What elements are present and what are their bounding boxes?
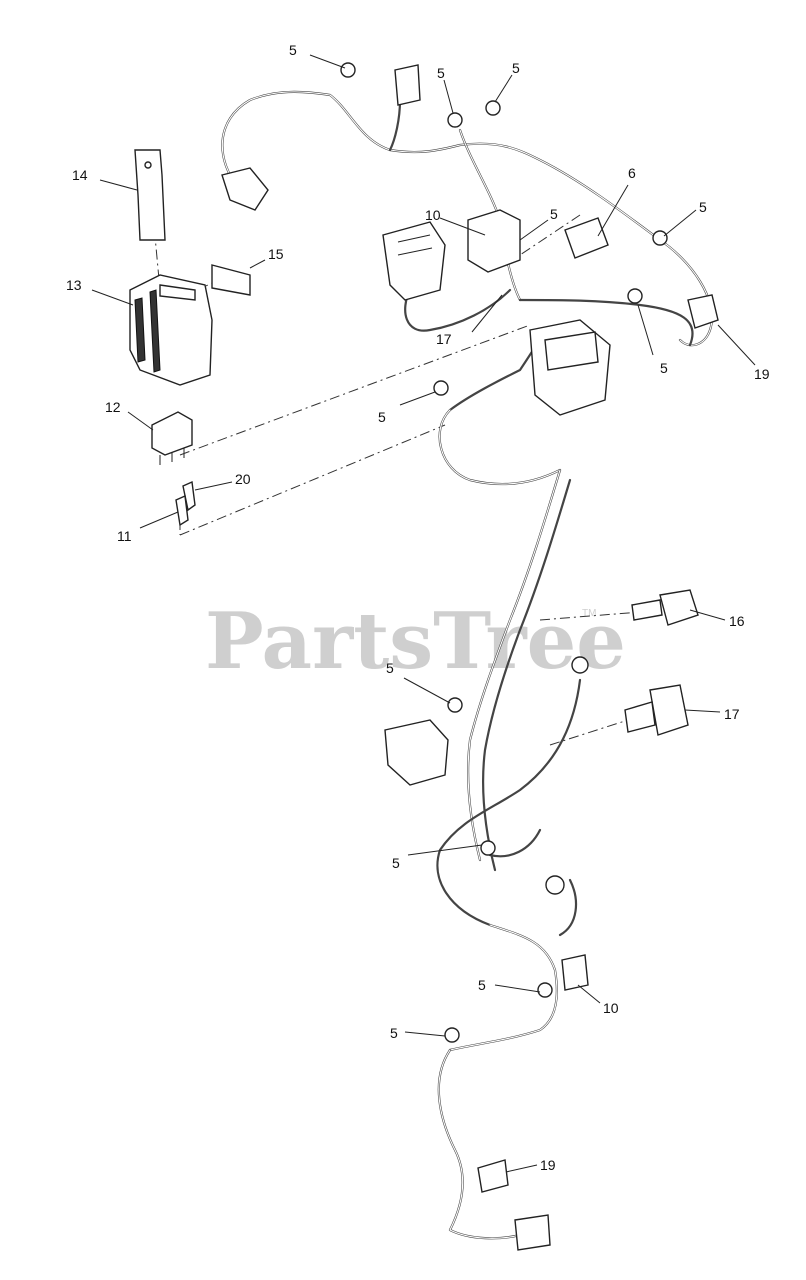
callout-15: 15 bbox=[268, 246, 284, 262]
connector-16 bbox=[631, 589, 699, 626]
leader-lines bbox=[91, 54, 756, 1173]
connector-bottom bbox=[514, 1214, 551, 1251]
callout-12: 12 bbox=[105, 399, 121, 415]
callout-17: 17 bbox=[436, 331, 452, 347]
callout-5: 5 bbox=[550, 206, 558, 222]
callout-19: 19 bbox=[754, 366, 770, 382]
callouts: 5 5 5 6 5 10 5 17 5 19 5 14 15 13 12 20 … bbox=[66, 42, 770, 1173]
harness-wires bbox=[221, 90, 713, 1240]
callout-5: 5 bbox=[378, 409, 386, 425]
clamps bbox=[340, 62, 668, 1193]
callout-16: 16 bbox=[729, 613, 745, 629]
callout-5: 5 bbox=[437, 65, 445, 81]
callout-10: 10 bbox=[425, 207, 441, 223]
fuse-block-bracket-14 bbox=[134, 149, 166, 241]
connector-top-plug bbox=[394, 64, 421, 106]
callout-13: 13 bbox=[66, 277, 82, 293]
fuse-6 bbox=[564, 217, 609, 259]
callout-5: 5 bbox=[392, 855, 400, 871]
fuse-holder-13 bbox=[129, 274, 213, 386]
callout-5: 5 bbox=[478, 977, 486, 993]
main-connector-center bbox=[529, 319, 611, 416]
label-15 bbox=[211, 264, 251, 296]
callout-5: 5 bbox=[512, 60, 520, 76]
ring-terminal-top bbox=[571, 656, 589, 674]
callout-5: 5 bbox=[660, 360, 668, 376]
ring-terminal-bottom bbox=[545, 875, 565, 895]
fuse-11-20 bbox=[175, 480, 196, 527]
connector-top-left bbox=[221, 167, 269, 211]
callout-6: 6 bbox=[628, 165, 636, 181]
callout-20: 20 bbox=[235, 471, 251, 487]
callout-10: 10 bbox=[603, 1000, 619, 1016]
connector-mid-left bbox=[384, 719, 449, 786]
callout-5: 5 bbox=[699, 199, 707, 215]
callout-5: 5 bbox=[289, 42, 297, 58]
watermark-tm: TM bbox=[582, 608, 596, 619]
relay-12 bbox=[151, 411, 193, 465]
connector-10-top bbox=[467, 209, 521, 273]
connector-17-right bbox=[624, 684, 689, 736]
multi-pin-connector-left bbox=[382, 221, 446, 301]
connector-19-top bbox=[687, 294, 719, 329]
watermark: PartsTree TM bbox=[205, 596, 626, 687]
callout-14: 14 bbox=[72, 167, 88, 183]
callout-5: 5 bbox=[386, 660, 394, 676]
callout-17: 17 bbox=[724, 706, 740, 722]
callout-19: 19 bbox=[540, 1157, 556, 1173]
watermark-text: PartsTree bbox=[205, 596, 626, 687]
callout-11: 11 bbox=[117, 528, 132, 544]
callout-5: 5 bbox=[390, 1025, 398, 1041]
